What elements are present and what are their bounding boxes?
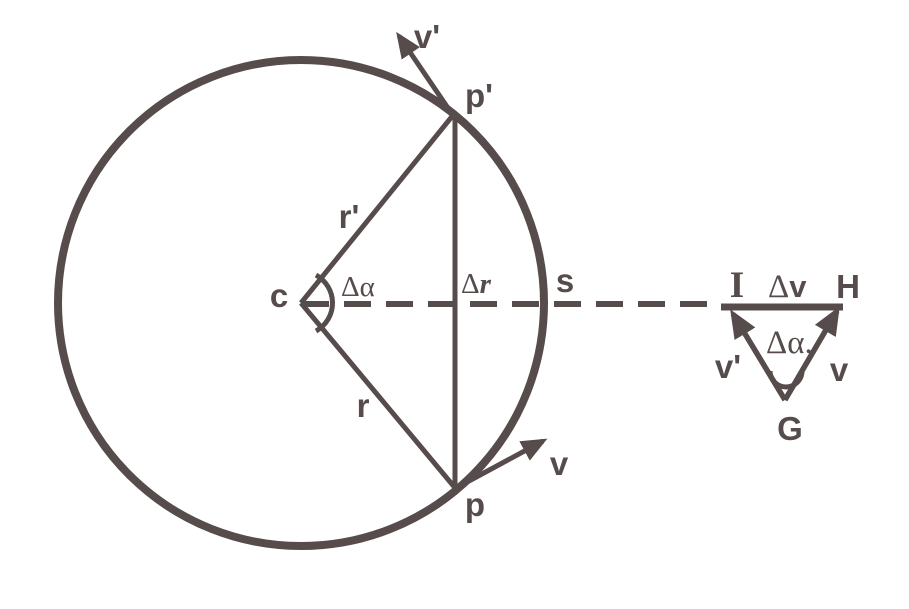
delta-v-label: Δv bbox=[768, 269, 807, 305]
point-label: p bbox=[465, 486, 485, 523]
velocity-prime-label: v' bbox=[414, 18, 440, 55]
radius-r-prime-line bbox=[299, 112, 456, 305]
center-label: c bbox=[270, 277, 288, 314]
triangle-angle-label: Δα. bbox=[766, 325, 813, 361]
velocity-v-arrow bbox=[454, 438, 548, 491]
point-prime-label: p' bbox=[465, 77, 493, 114]
triangle-angle-arc bbox=[767, 370, 805, 390]
central-angle-label: Δα bbox=[341, 271, 375, 303]
vertex-h-label: H bbox=[836, 268, 860, 305]
radius-r-line bbox=[299, 301, 458, 491]
triangle-velocity-label: v bbox=[830, 351, 849, 388]
velocity-v-prime-arrow bbox=[396, 31, 455, 116]
orbit-circle bbox=[54, 56, 548, 550]
arc-point-label: s bbox=[556, 262, 574, 299]
vertex-i-label: I bbox=[730, 265, 744, 306]
triangle-velocity-prime-label: v' bbox=[715, 348, 741, 385]
chord-delta-r-label: Δr bbox=[461, 268, 492, 300]
radius-label: r bbox=[357, 387, 370, 424]
radius-prime-label: r' bbox=[339, 198, 360, 235]
velocity-label: v bbox=[550, 445, 569, 482]
vertex-g-label: G bbox=[777, 410, 803, 447]
central-angle-arc bbox=[314, 272, 335, 334]
